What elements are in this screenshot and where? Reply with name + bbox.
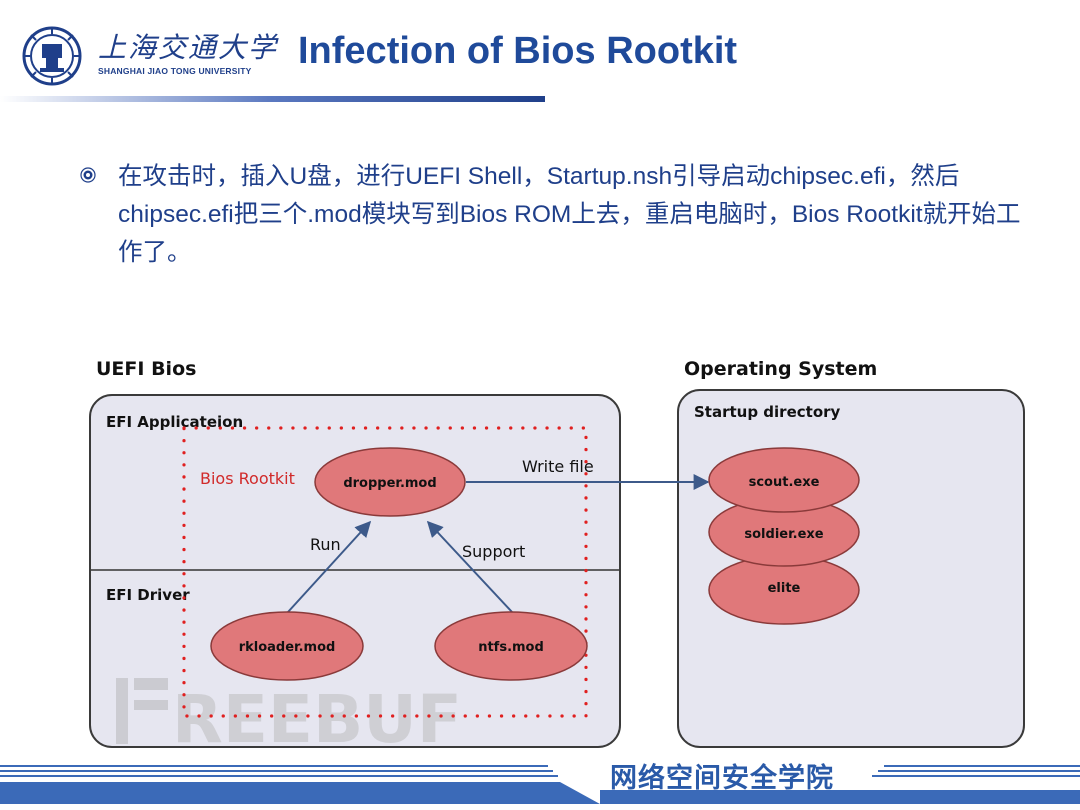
bios-rootkit-label: Bios Rootkit	[200, 469, 295, 488]
run-arrow	[287, 520, 372, 613]
title-underline	[0, 96, 545, 102]
elite-node-label: elite	[768, 581, 801, 596]
dropper-node-label: dropper.mod	[343, 476, 436, 491]
ntfs-node-label: ntfs.mod	[478, 640, 544, 655]
footer-school-name: 网络空间安全学院	[610, 763, 834, 793]
bullet-icon	[80, 167, 96, 183]
bullet-text: 在攻击时，插入U盘，进行UEFI Shell，Startup.nsh引导启动ch…	[118, 163, 1021, 266]
bios-rootkit-boundary	[182, 426, 588, 718]
soldier-node-label: soldier.exe	[744, 527, 823, 542]
university-emblem-icon	[22, 26, 82, 86]
soldier-node: soldier.exe	[708, 497, 860, 567]
run-edge-label: Run	[310, 535, 341, 554]
rkloader-node: rkloader.mod	[210, 611, 364, 681]
left-section-title: UEFI Bios	[96, 358, 196, 380]
watermark-text: REEBUF	[172, 681, 462, 758]
footer-band	[0, 765, 1080, 804]
rootkit-diagram: UEFI Bios Operating System EFI Applicate…	[89, 358, 1025, 758]
ntfs-node: ntfs.mod	[434, 611, 588, 681]
efi-driver-label: EFI Driver	[106, 586, 190, 604]
slide-title: Infection of Bios Rootkit	[298, 30, 738, 72]
efi-application-label: EFI Applicateion	[106, 413, 243, 431]
dropper-node: dropper.mod	[314, 447, 466, 517]
scout-node-label: scout.exe	[749, 475, 820, 490]
university-name-en: SHANGHAI JIAO TONG UNIVERSITY	[98, 66, 252, 76]
startup-directory-label: Startup directory	[694, 403, 841, 421]
scout-node: scout.exe	[708, 447, 860, 513]
right-section-title: Operating System	[684, 358, 877, 380]
write-file-edge-label: Write file	[522, 457, 594, 476]
watermark-logo-icon	[116, 678, 168, 744]
support-arrow	[426, 520, 513, 613]
university-name-cn: 上海交通大学	[98, 31, 279, 64]
rkloader-node-label: rkloader.mod	[239, 640, 336, 655]
support-edge-label: Support	[462, 542, 525, 561]
